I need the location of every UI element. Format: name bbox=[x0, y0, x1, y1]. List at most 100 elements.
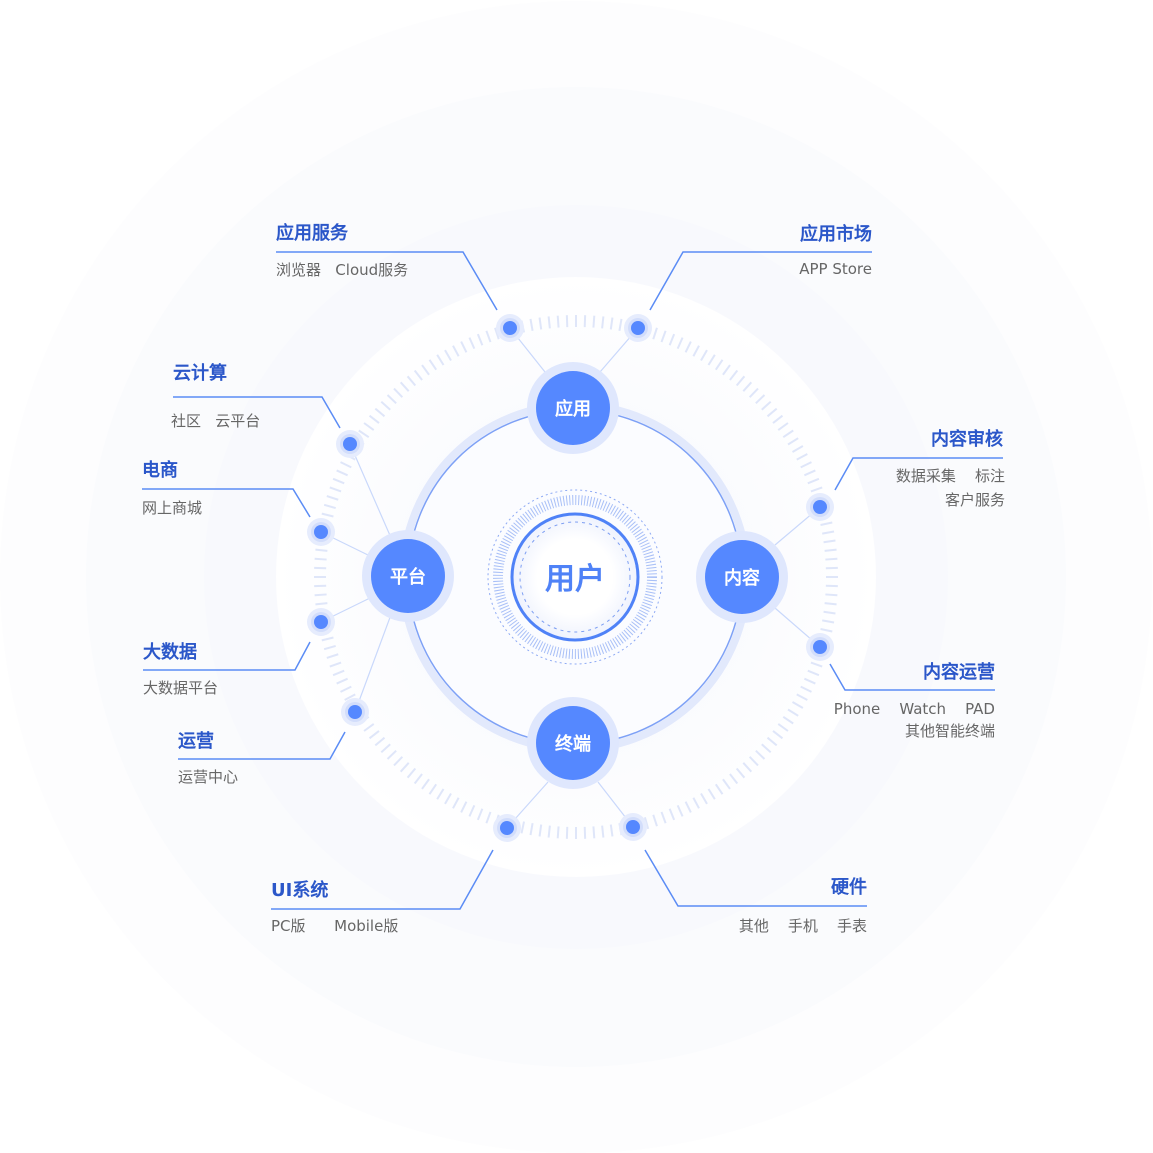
tick-mark bbox=[358, 429, 370, 439]
tick-mark bbox=[460, 341, 468, 353]
group-items: Phone Watch PAD bbox=[834, 700, 995, 718]
tick-mark bbox=[803, 469, 816, 477]
tick-mark bbox=[735, 767, 746, 779]
tick-mark bbox=[742, 762, 753, 773]
group-title: UI系统 bbox=[271, 879, 328, 901]
tick-mark bbox=[386, 749, 397, 760]
tick-mark bbox=[807, 669, 820, 677]
tick-mark bbox=[421, 778, 430, 790]
tick-mark bbox=[660, 811, 667, 824]
tick-mark bbox=[556, 315, 560, 328]
tick-mark bbox=[336, 677, 349, 685]
group-items: 网上商城 bbox=[142, 499, 202, 517]
tick-mark bbox=[329, 661, 342, 668]
group-app-service: 应用服务 浏览器 Cloud服务 bbox=[276, 222, 408, 279]
group-items: 客户服务 bbox=[945, 491, 1005, 509]
tick-mark bbox=[468, 804, 476, 817]
tick-mark bbox=[452, 345, 460, 357]
tick-mark bbox=[692, 797, 700, 809]
center-core: 用户 bbox=[487, 489, 663, 665]
node-app[interactable]: 应用 bbox=[527, 362, 619, 454]
tick-mark bbox=[825, 593, 838, 597]
tick-mark bbox=[314, 593, 327, 597]
tick-mark bbox=[766, 736, 778, 747]
tick-mark bbox=[729, 369, 739, 381]
tick-mark bbox=[643, 817, 650, 830]
satellite-dot bbox=[503, 321, 517, 335]
tick-mark bbox=[787, 437, 799, 446]
tick-mark bbox=[538, 824, 543, 837]
tick-mark bbox=[782, 429, 794, 439]
group-title: 运营 bbox=[178, 730, 214, 752]
tick-mark bbox=[792, 445, 804, 453]
tick-mark bbox=[796, 453, 808, 461]
tick-mark bbox=[494, 327, 500, 340]
tick-mark bbox=[363, 422, 375, 431]
tick-mark bbox=[436, 788, 445, 800]
satellite-dot bbox=[626, 820, 640, 834]
group-title: 内容运营 bbox=[923, 661, 995, 683]
tick-mark bbox=[547, 825, 551, 838]
tick-mark bbox=[820, 627, 833, 633]
group-title: 电商 bbox=[142, 459, 178, 481]
tick-mark bbox=[796, 693, 808, 701]
tick-mark bbox=[421, 364, 430, 376]
tick-mark bbox=[820, 521, 833, 527]
tick-mark bbox=[336, 469, 349, 477]
tick-mark bbox=[321, 512, 334, 518]
group-items: PC版 Mobile版 bbox=[271, 917, 398, 935]
satellite-dot bbox=[343, 437, 357, 451]
satellite-dot bbox=[813, 640, 827, 654]
satellite-dot bbox=[348, 705, 362, 719]
tick-mark bbox=[668, 333, 676, 346]
satellite-dot bbox=[314, 615, 328, 629]
node-platform[interactable]: 平台 bbox=[362, 530, 454, 622]
tick-mark bbox=[592, 826, 596, 839]
tick-mark bbox=[684, 801, 692, 813]
tick-mark bbox=[393, 756, 404, 767]
satellite-dot bbox=[314, 525, 328, 539]
tick-mark bbox=[810, 486, 823, 493]
group-title: 应用服务 bbox=[276, 222, 349, 244]
satellite-dot bbox=[631, 321, 645, 335]
node-terminal[interactable]: 终端 bbox=[527, 697, 619, 789]
tick-mark bbox=[714, 783, 724, 795]
group-title: 内容审核 bbox=[931, 428, 1003, 450]
tick-mark bbox=[700, 793, 708, 805]
node-content[interactable]: 内容 bbox=[696, 531, 788, 623]
tick-mark bbox=[748, 756, 759, 767]
tick-mark bbox=[332, 669, 345, 677]
group-cloud: 云计算 社区 云平台 bbox=[171, 362, 260, 430]
tick-mark bbox=[520, 821, 526, 834]
group-content-ops: 内容运营 Phone Watch PAD 其他智能终端 bbox=[834, 661, 995, 740]
tick-mark bbox=[368, 414, 380, 424]
tick-mark bbox=[444, 793, 452, 805]
tick-mark bbox=[538, 317, 543, 330]
tick-mark bbox=[399, 381, 410, 392]
tick-mark bbox=[344, 693, 356, 701]
tick-mark bbox=[326, 495, 339, 501]
tick-mark bbox=[807, 477, 820, 485]
tick-mark bbox=[609, 317, 614, 330]
center-label: 用户 bbox=[545, 562, 605, 597]
tick-mark bbox=[777, 422, 789, 431]
tick-mark bbox=[601, 825, 605, 838]
tick-mark bbox=[823, 539, 836, 544]
tick-mark bbox=[822, 530, 835, 535]
tick-mark bbox=[386, 394, 397, 405]
tick-mark bbox=[315, 548, 328, 552]
tick-mark bbox=[529, 823, 534, 836]
tick-mark bbox=[735, 375, 746, 387]
tick-mark bbox=[406, 767, 417, 779]
tick-mark bbox=[652, 814, 658, 827]
tick-mark bbox=[800, 685, 812, 693]
tick-mark bbox=[825, 557, 838, 561]
group-items: 社区 云平台 bbox=[171, 412, 260, 430]
tick-mark bbox=[676, 804, 684, 817]
tick-mark bbox=[782, 715, 794, 725]
group-app-market: 应用市场 APP Store bbox=[799, 223, 872, 278]
tick-mark bbox=[824, 548, 837, 552]
tick-mark bbox=[323, 503, 336, 510]
group-content-review: 内容审核 数据采集 标注 客户服务 bbox=[896, 428, 1005, 509]
tick-mark bbox=[592, 315, 596, 328]
